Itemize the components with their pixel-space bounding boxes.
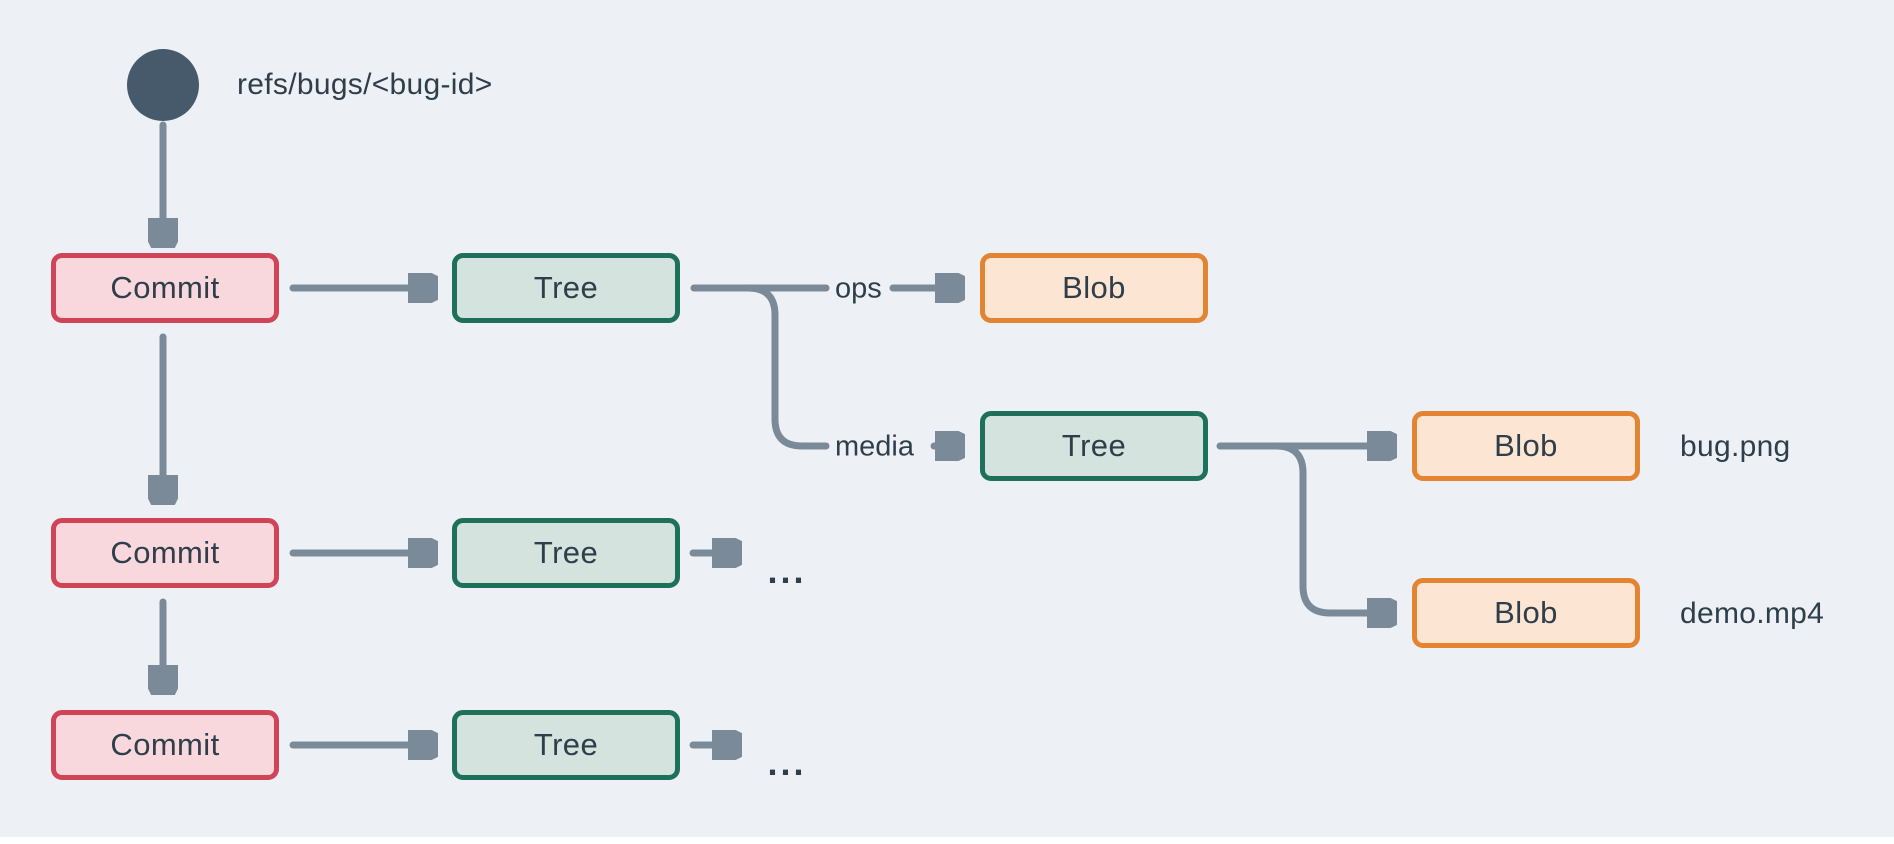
- commit-node-2-label: Commit: [110, 535, 220, 570]
- blob-node-ops-label: Blob: [1062, 270, 1126, 305]
- tree-node-1-label: Tree: [533, 270, 599, 305]
- commit-node-3: Commit: [51, 710, 279, 780]
- bottom-edge-strip: [0, 837, 1894, 844]
- blob-node-ops: Blob: [980, 253, 1208, 323]
- tree-node-row2-label: Tree: [533, 535, 599, 570]
- tree2-to-blob-demo-arrow: [1272, 442, 1373, 613]
- blob-node-bug-label: Blob: [1494, 428, 1558, 463]
- tree-node-row2: Tree: [452, 518, 680, 588]
- blob-node-bug: Blob: [1412, 411, 1640, 481]
- commit-node-3-label: Commit: [110, 727, 220, 762]
- tree-node-1: Tree: [452, 253, 680, 323]
- blob-node-demo: Blob: [1412, 578, 1640, 648]
- ellipsis-row3: ...: [767, 742, 807, 783]
- commit-node-1-label: Commit: [110, 270, 220, 305]
- blob-node-demo-label: Blob: [1494, 595, 1558, 630]
- tree1-media-branch-line: [744, 284, 830, 450]
- ref-label: refs/bugs/<bug-id>: [237, 68, 493, 101]
- edge-label-media: media: [835, 430, 914, 463]
- commit-node-2: Commit: [51, 518, 279, 588]
- file-label-demo-mp4: demo.mp4: [1680, 597, 1825, 630]
- ellipsis-row2: ...: [767, 550, 807, 591]
- commit-node-1: Commit: [51, 253, 279, 323]
- tree-node-row3-label: Tree: [533, 727, 599, 762]
- ref-circle: [127, 49, 199, 121]
- file-label-bug-png: bug.png: [1680, 430, 1791, 463]
- edge-label-ops: ops: [835, 272, 882, 305]
- tree-node-2-label: Tree: [1061, 428, 1127, 463]
- tree-node-2: Tree: [980, 411, 1208, 481]
- tree-node-row3: Tree: [452, 710, 680, 780]
